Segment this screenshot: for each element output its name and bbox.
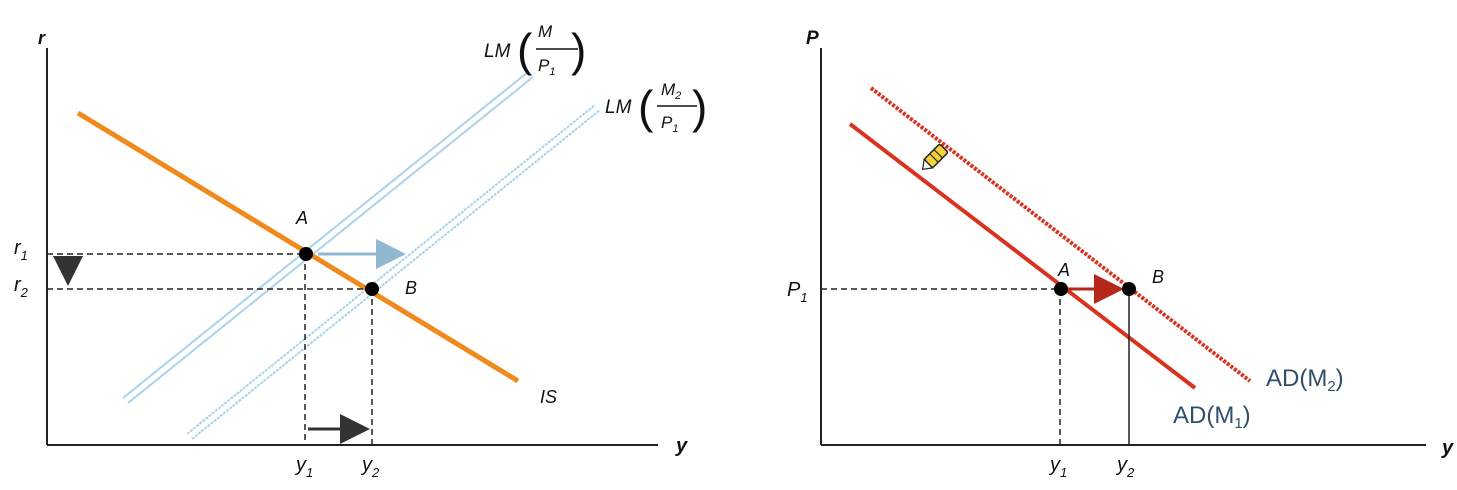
point-b-right: [1122, 282, 1136, 296]
svg-text:M2: M2: [661, 80, 681, 102]
svg-text:M: M: [538, 22, 553, 41]
is-curve: [76, 110, 520, 384]
svg-text:(: (: [638, 81, 654, 133]
p-axis-label: P: [806, 28, 819, 49]
svg-text:P1: P1: [538, 56, 555, 78]
y2-label-right: y2: [1115, 454, 1135, 480]
y1-label-right: y1: [1048, 454, 1067, 480]
point-b-label-left: B: [405, 278, 417, 298]
svg-text:): ): [571, 24, 586, 76]
lm1-label: LM ( M P1 ): [484, 22, 586, 78]
point-a-right: [1054, 282, 1068, 296]
point-a-label-right: A: [1057, 260, 1070, 280]
svg-text:LM: LM: [484, 41, 511, 62]
p1-label: P1: [787, 279, 808, 305]
point-b-label-right: B: [1152, 267, 1164, 287]
svg-text:(: (: [517, 24, 533, 76]
r2-label: r2: [14, 274, 29, 300]
y2-label-left: y2: [360, 454, 380, 480]
point-b-left: [365, 282, 379, 296]
point-a-label-left: A: [295, 208, 308, 228]
svg-text:): ): [692, 81, 707, 133]
ad2-curve: [869, 86, 1252, 383]
ad1-curve: [848, 122, 1197, 390]
ad2-label: AD(M2): [1266, 365, 1344, 395]
pencil-cursor-icon: [921, 143, 949, 171]
y-axis-label-left: y: [675, 435, 688, 457]
r-axis-label: r: [38, 28, 46, 48]
svg-text:LM: LM: [605, 97, 632, 118]
lm2-curve: [186, 104, 601, 440]
point-a-left: [299, 247, 313, 261]
svg-text:P1: P1: [661, 113, 678, 135]
y-axis-label-right: y: [1441, 437, 1454, 459]
ad1-label: AD(M1): [1173, 402, 1251, 432]
ad-diagram: P y A B P1 y1 y2 AD(M2) AD(M1): [787, 28, 1454, 480]
is-label: IS: [540, 387, 557, 407]
lm2-label: LM ( M2 P1 ): [605, 80, 707, 135]
lm1-curve: [122, 71, 534, 404]
y1-label-left: y1: [294, 454, 313, 480]
r1-label: r1: [14, 237, 28, 263]
is-lm-diagram: r y A B IS r1 r2: [14, 22, 707, 480]
